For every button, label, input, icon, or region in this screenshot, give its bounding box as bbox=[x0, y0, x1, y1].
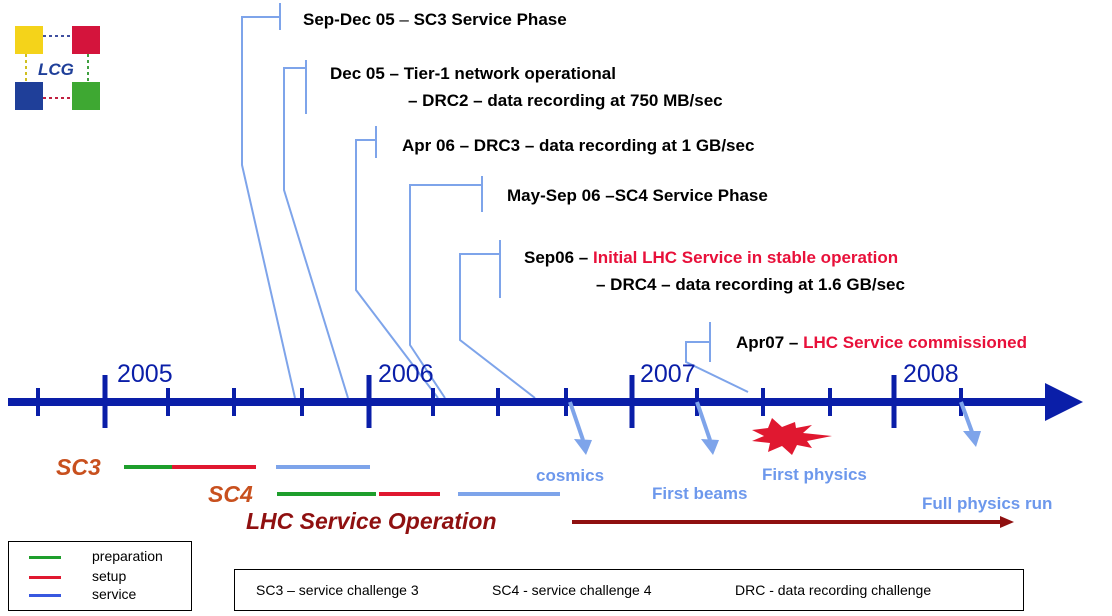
first-physics-burst-icon bbox=[752, 418, 832, 455]
event-prefix: Apr07 – bbox=[736, 333, 804, 352]
axis-bar bbox=[8, 398, 1058, 406]
event-dec05-line1: Dec 05 – Tier-1 network operational bbox=[330, 64, 616, 83]
connector-dec05 bbox=[283, 60, 349, 399]
event-sep06-line2: – DRC4 – data recording at 1.6 GB/sec bbox=[596, 275, 905, 294]
connector-sep06 bbox=[459, 240, 536, 399]
event-apr07: Apr07 – LHC Service commissioned bbox=[736, 333, 1027, 353]
abbr-drc: DRC - data recording challenge bbox=[735, 582, 932, 598]
logo-square-green bbox=[72, 82, 100, 110]
event-dec05-line2: – DRC2 – data recording at 750 MB/sec bbox=[408, 91, 723, 110]
programme-sc4-label: SC4 bbox=[208, 481, 253, 507]
full-physics-arrowhead bbox=[963, 431, 981, 447]
programme-bars bbox=[124, 465, 1014, 528]
abbreviation-box: SC3 – service challenge 3 SC4 - service … bbox=[234, 569, 1024, 611]
event-highlight: LHC Service commissioned bbox=[803, 333, 1028, 352]
programme-lhc-label: LHC Service Operation bbox=[246, 508, 497, 534]
lcg-logo: LCG bbox=[15, 26, 100, 110]
event-apr06: Apr 06 – DRC3 – data recording at 1 GB/s… bbox=[402, 136, 755, 155]
abbr-sc4: SC4 - service challenge 4 bbox=[492, 582, 652, 598]
event-date: Sep-Dec 05 bbox=[303, 10, 395, 29]
programme-sc3-label: SC3 bbox=[56, 454, 101, 480]
event-separator: – bbox=[394, 10, 414, 29]
year-label-2005: 2005 bbox=[117, 360, 173, 388]
year-label-2007: 2007 bbox=[640, 360, 696, 388]
first-beams-arrow bbox=[695, 401, 712, 441]
milestone-first-physics: First physics bbox=[762, 465, 867, 484]
event-sc3-service-phase: Sep-Dec 05 – SC3 Service Phase bbox=[303, 10, 567, 30]
legend-swatch-setup bbox=[29, 576, 61, 579]
axis-arrowhead bbox=[1045, 383, 1083, 421]
cosmics-arrowhead bbox=[574, 439, 592, 455]
time-axis bbox=[8, 375, 1083, 428]
year-label-2006: 2006 bbox=[378, 360, 434, 388]
year-label-2008: 2008 bbox=[903, 360, 959, 388]
logo-square-yellow bbox=[15, 26, 43, 54]
milestone-cosmics: cosmics bbox=[536, 466, 605, 485]
logo-square-red bbox=[72, 26, 100, 54]
event-text: SC3 Service Phase bbox=[413, 10, 567, 29]
legend-swatch-preparation bbox=[29, 556, 61, 559]
event-highlight: Initial LHC Service in stable operation bbox=[593, 248, 899, 267]
milestone-first-beams: First beams bbox=[652, 484, 748, 503]
event-connectors bbox=[241, 3, 749, 399]
lhc-operation-arrowhead bbox=[1000, 516, 1014, 528]
milestone-arrows bbox=[568, 401, 981, 455]
legend-label: service bbox=[92, 586, 137, 602]
logo-square-blue bbox=[15, 82, 43, 110]
first-beams-arrowhead bbox=[701, 439, 719, 455]
connector-apr06 bbox=[355, 126, 439, 399]
logo-text: LCG bbox=[38, 60, 74, 79]
milestone-full-physics-run: Full physics run bbox=[922, 494, 1053, 513]
event-sep06-line1: Sep06 – Initial LHC Service in stable op… bbox=[524, 248, 898, 268]
legend-label: setup bbox=[92, 568, 127, 584]
legend-swatch-service bbox=[29, 594, 61, 597]
legend: preparation setup service bbox=[8, 541, 192, 611]
connector-sc3-phase bbox=[241, 3, 296, 399]
connector-apr07 bbox=[685, 322, 749, 393]
event-may-sep06: May-Sep 06 –SC4 Service Phase bbox=[507, 186, 768, 205]
connector-may-sep06 bbox=[409, 176, 483, 399]
event-prefix: Sep06 – bbox=[524, 248, 593, 267]
abbr-sc3: SC3 – service challenge 3 bbox=[256, 582, 419, 598]
full-physics-arrow bbox=[959, 401, 974, 433]
axis-ticks bbox=[36, 375, 963, 428]
legend-label: preparation bbox=[92, 548, 163, 564]
cosmics-arrow bbox=[568, 401, 585, 441]
